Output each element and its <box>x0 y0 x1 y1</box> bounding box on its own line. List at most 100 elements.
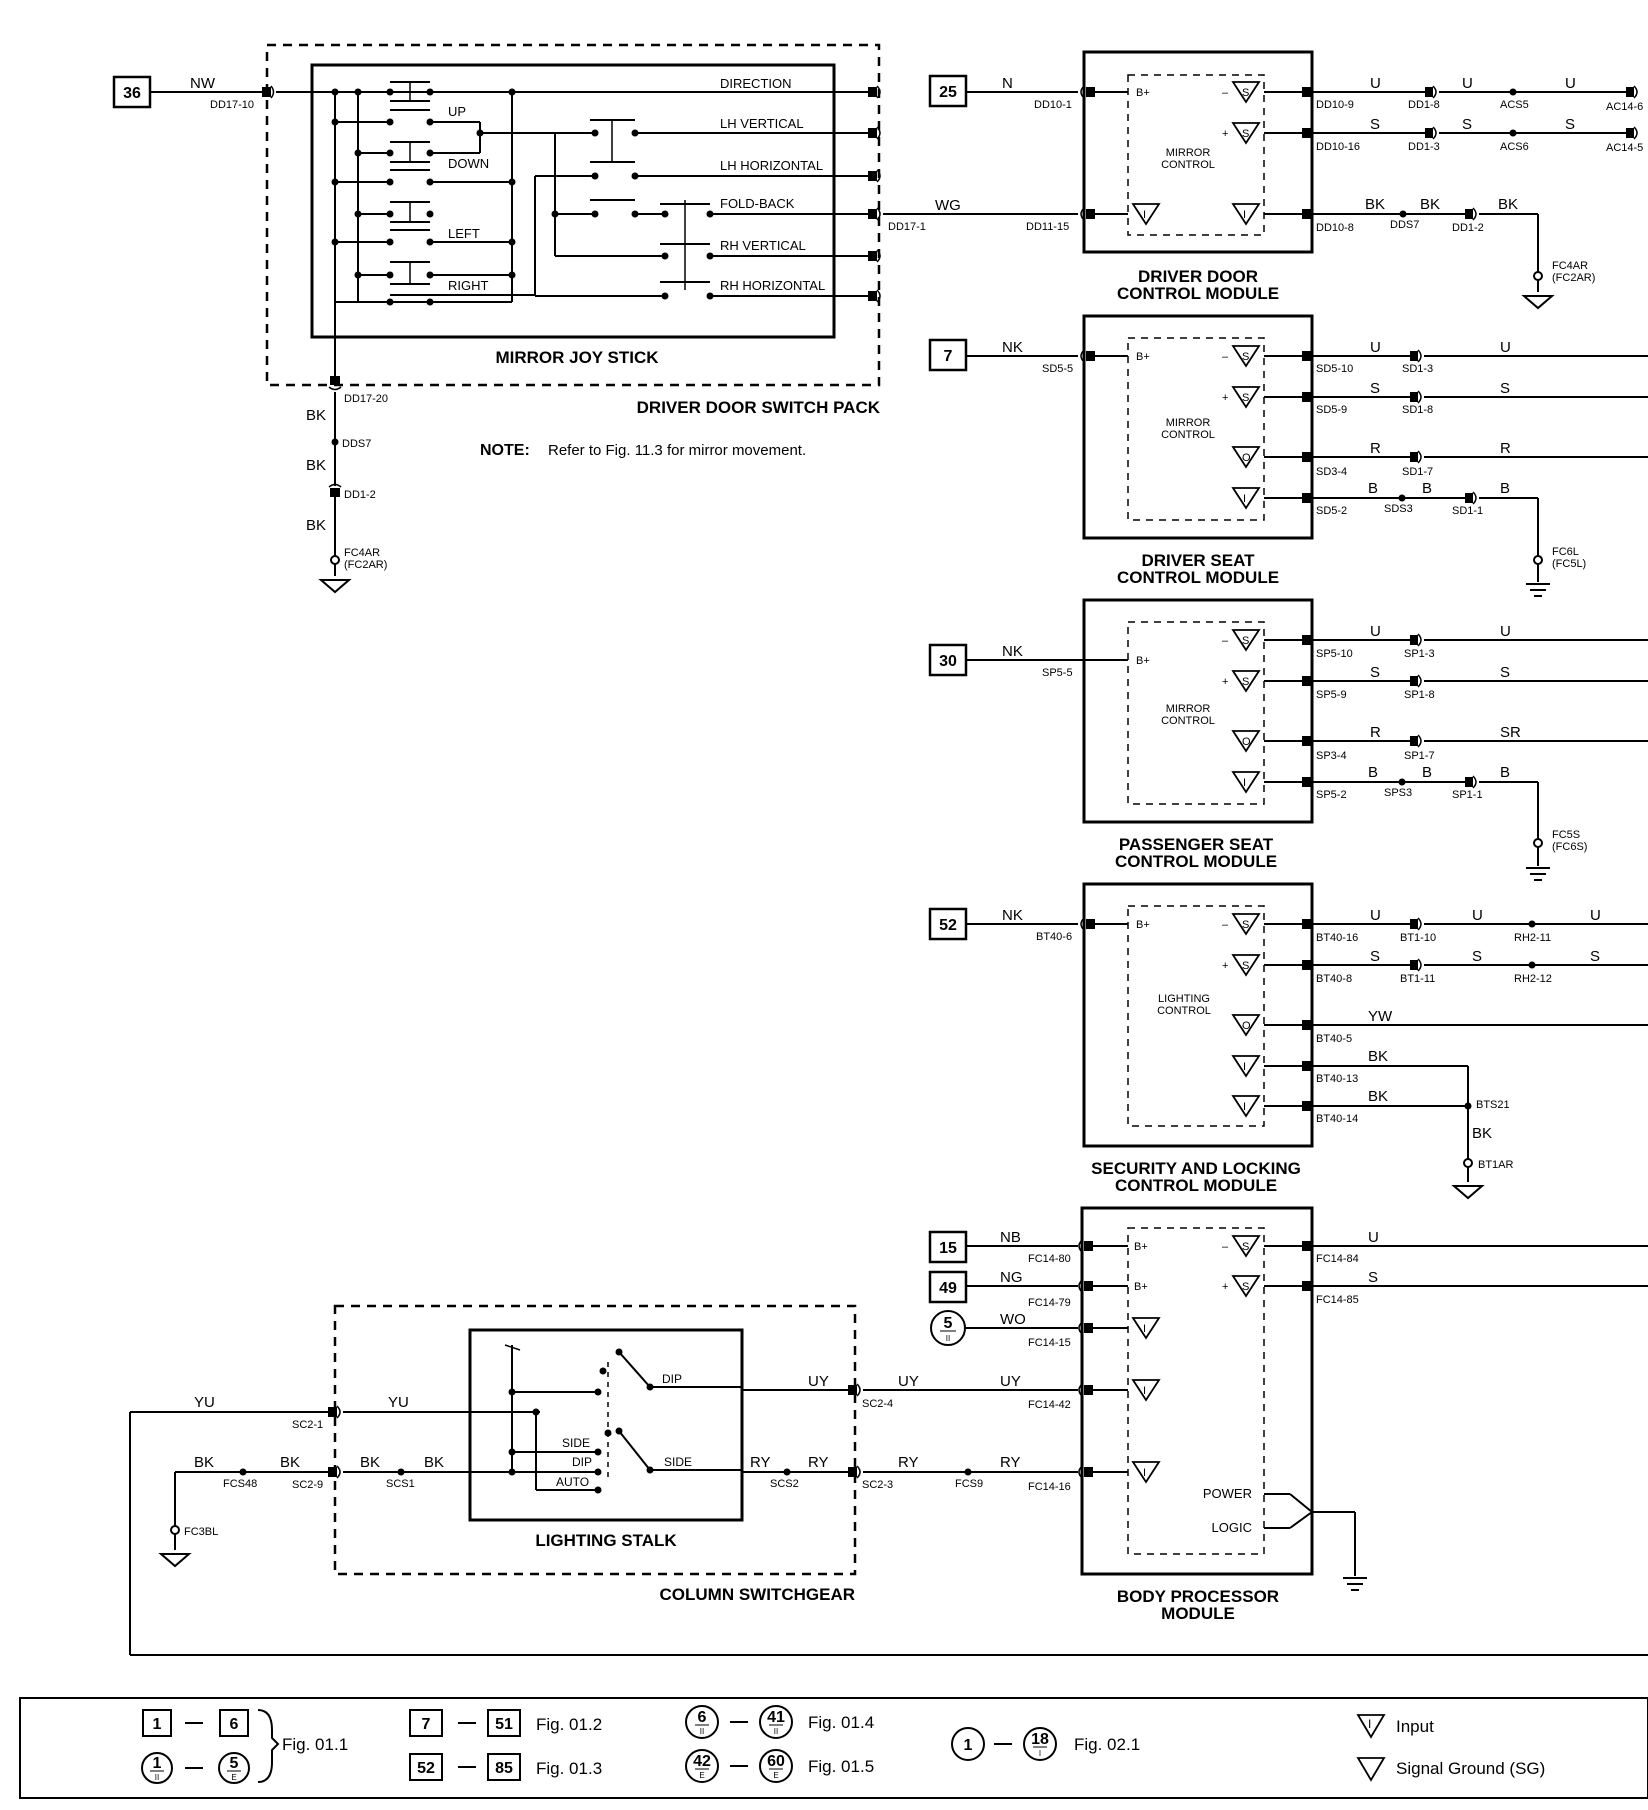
bpm-bplus-2: B+ <box>1134 1281 1148 1293</box>
slcm-o3-conn: BT40-5 <box>1316 1033 1352 1045</box>
legend-a2: 6 <box>230 1716 239 1733</box>
slcm-o3-wire: YW <box>1368 1008 1393 1025</box>
ddcm-o1-splice: ACS5 <box>1500 99 1529 111</box>
pscm-o4-conn: SP5-2 <box>1316 789 1347 801</box>
pscm-o2-wire: S <box>1370 664 1380 681</box>
conn-fc14-15: FC14-15 <box>1028 1337 1071 1349</box>
conn-fc14-79: FC14-79 <box>1028 1297 1071 1309</box>
svg-text:I: I <box>1243 493 1246 505</box>
legend: 1 6 1 II 5 E Fig. 01.1 7 51 Fig. 01.2 52… <box>19 1697 1648 1799</box>
slcm-o4-conn: BT40-13 <box>1316 1073 1358 1085</box>
pscm-o1-conn: SP5-10 <box>1316 648 1353 660</box>
legend-b1-sub: II <box>155 1773 159 1782</box>
ddcm-o2-wire2: S <box>1462 116 1472 133</box>
conn-sc2-1: SC2-1 <box>292 1419 323 1431</box>
conn-sc2-3: SC2-3 <box>862 1479 893 1491</box>
out-rh-horizontal: RH HORIZONTAL <box>720 278 825 293</box>
legend-g2-sub: I <box>1039 1749 1041 1758</box>
conn-fc14-16: FC14-16 <box>1028 1481 1071 1493</box>
legend-f2-sub: E <box>773 1771 778 1780</box>
legend-sg: Signal Ground (SG) <box>1396 1759 1545 1778</box>
bpm-wire-ng: NG <box>1000 1269 1023 1286</box>
conn-dd1-2: DD1-2 <box>344 489 376 501</box>
pscm-o1-c2: SP1-3 <box>1404 648 1435 660</box>
ground-fc4ar: FC4AR <box>344 547 380 559</box>
stalk-bk-4: BK <box>424 1454 444 1471</box>
splice-scs2: SCS2 <box>770 1478 799 1490</box>
switch-down-label: DOWN <box>448 156 489 171</box>
dscm-o3-c2: SD1-7 <box>1402 466 1433 478</box>
svg-text:+: + <box>1222 392 1228 404</box>
ddcm-o2-c2: DD1-3 <box>1408 141 1440 153</box>
svg-text:I: I <box>1368 1717 1371 1731</box>
svg-text:I: I <box>1243 1061 1246 1073</box>
slcm-bplus: B+ <box>1136 919 1150 931</box>
ddcm-o2-splice: ACS6 <box>1500 141 1529 153</box>
slcm-o2-wire2: S <box>1472 948 1482 965</box>
svg-text:I: I <box>1143 209 1146 221</box>
slcm-o1-wire3: U <box>1590 907 1601 924</box>
dscm-o2-conn: SD5-9 <box>1316 404 1347 416</box>
legend-fig-a: Fig. 01.1 <box>282 1735 348 1754</box>
ref-circle-5-sub: II <box>946 1334 950 1343</box>
stalk-side-label: SIDE <box>562 1436 590 1450</box>
column-switchgear-title: COLUMN SWITCHGEAR <box>660 1585 855 1604</box>
dscm-o4-conn: SD5-2 <box>1316 505 1347 517</box>
stalk-side2-label: SIDE <box>664 1455 692 1469</box>
pscm-gnd-pt: FC5S <box>1552 829 1580 841</box>
dscm-o4-wire: B <box>1368 480 1378 497</box>
stalk-dip-label: DIP <box>662 1372 682 1386</box>
ddcm-o2-c3: AC14-5 <box>1606 142 1643 154</box>
bpm-o1-conn: FC14-84 <box>1316 1253 1359 1265</box>
wire-bk-1: BK <box>306 407 326 424</box>
svg-text:I: I <box>1243 209 1246 221</box>
pscm-o4-wire2: B <box>1422 764 1432 781</box>
svg-text:O: O <box>1242 736 1251 748</box>
legend-fig-c: Fig. 01.2 <box>536 1715 602 1734</box>
ddcm-o1-c3: AC14-6 <box>1606 101 1643 113</box>
stalk-yu-2: YU <box>388 1394 409 1411</box>
svg-text:I: I <box>1143 1467 1146 1479</box>
stalk-bk-1: BK <box>194 1454 214 1471</box>
ddcm-inner-1: MIRROR <box>1166 147 1211 159</box>
conn-dd17-20: DD17-20 <box>344 393 388 405</box>
ddcm-o3-wire3: BK <box>1498 196 1518 213</box>
dscm-o3-wire: R <box>1370 440 1381 457</box>
legend-fig-e: Fig. 01.4 <box>808 1713 874 1732</box>
bpm-title-1: BODY PROCESSOR <box>1117 1587 1279 1606</box>
pscm-wire-nk: NK <box>1002 643 1023 660</box>
legend-f1: 42 <box>693 1753 711 1770</box>
conn-dd17-1: DD17-1 <box>888 221 926 233</box>
dscm-inner-1: MIRROR <box>1166 417 1211 429</box>
security-locking-control-module: 52 NK BT40-6 B+ LIGHTING CONTROL S– S+ O… <box>928 882 1648 1199</box>
ref-52: 52 <box>939 917 957 934</box>
dscm-o4-wire2: B <box>1422 480 1432 497</box>
svg-text:+: + <box>1222 960 1228 972</box>
svg-text:+: + <box>1222 1281 1228 1293</box>
conn-dd17-10: DD17-10 <box>210 99 254 111</box>
svg-text:I: I <box>1243 777 1246 789</box>
svg-text:–: – <box>1222 87 1229 99</box>
pscm-o1-wire2: U <box>1500 623 1511 640</box>
slcm-o2-splice: RH2-12 <box>1514 973 1552 985</box>
legend-e1: 6 <box>698 1709 707 1726</box>
bpm-wire-nb: NB <box>1000 1229 1021 1246</box>
bpm-wire-wo: WO <box>1000 1311 1026 1328</box>
driver-seat-control-module: 7 NK SD5-5 B+ MIRROR CONTROL S– S+ O I D… <box>928 314 1648 597</box>
out-rh-vertical: RH VERTICAL <box>720 238 806 253</box>
legend-b2: 5 <box>230 1755 239 1772</box>
ddcm-o1-wire2: U <box>1462 75 1473 92</box>
ddcm-o3-c2: DD1-2 <box>1452 222 1484 234</box>
slcm-o4-wire: BK <box>1368 1048 1388 1065</box>
wire-bk-2: BK <box>306 457 326 474</box>
stalk-ry-3: RY <box>898 1454 919 1471</box>
splice-fcs9: FCS9 <box>955 1478 983 1490</box>
legend-e2-sub: II <box>774 1727 778 1736</box>
pscm-o2-wire2: S <box>1500 664 1510 681</box>
switch-right-label: RIGHT <box>448 278 489 293</box>
wire-wg: WG <box>935 197 961 214</box>
slcm-inner-1: LIGHTING <box>1158 993 1210 1005</box>
pscm-o4-c2: SP1-1 <box>1452 789 1483 801</box>
legend-f1-sub: E <box>699 1771 704 1780</box>
slcm-o1-c2: BT1-10 <box>1400 932 1436 944</box>
